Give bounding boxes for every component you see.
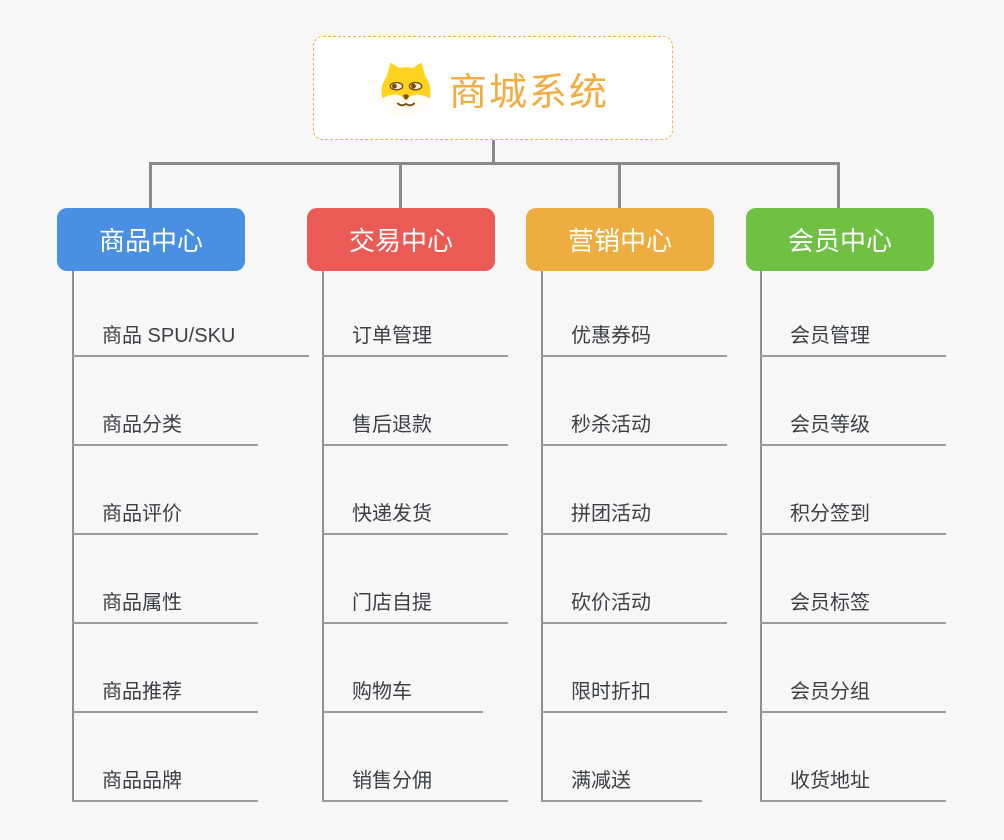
branch-node-members[interactable]: 会员中心 (746, 208, 934, 271)
leaf-item[interactable]: 快递发货 (322, 489, 508, 535)
leaf-item[interactable]: 销售分佣 (322, 756, 508, 802)
leaf-item[interactable]: 会员等级 (760, 400, 946, 446)
leaf-item[interactable]: 购物车 (322, 667, 483, 713)
branch-label: 营销中心 (567, 226, 672, 256)
leaf-item[interactable]: 商品分类 (72, 400, 258, 446)
leaf-item[interactable]: 门店自提 (322, 578, 508, 624)
leaf-item[interactable]: 砍价活动 (541, 578, 727, 624)
leaf-item[interactable]: 收货地址 (760, 756, 946, 802)
leaf-item[interactable]: 会员分组 (760, 667, 946, 713)
leaf-item[interactable]: 商品评价 (72, 489, 258, 535)
leaf-item[interactable]: 会员管理 (760, 311, 946, 357)
branch-node-products[interactable]: 商品中心 (57, 208, 245, 271)
connector-rail (149, 162, 840, 165)
connector-drop-marketing (618, 162, 621, 208)
leaf-item[interactable]: 限时折扣 (541, 667, 727, 713)
connector-trunk-marketing (541, 271, 543, 800)
leaf-item[interactable]: 订单管理 (322, 311, 508, 357)
leaf-item[interactable]: 会员标签 (760, 578, 946, 624)
leaf-item[interactable]: 秒杀活动 (541, 400, 727, 446)
leaf-item[interactable]: 商品 SPU/SKU (72, 311, 309, 357)
connector-trunk-members (760, 271, 762, 800)
branch-label: 会员中心 (787, 226, 892, 256)
connector-root-stem (492, 140, 495, 164)
branch-node-trade[interactable]: 交易中心 (307, 208, 495, 271)
leaf-item[interactable]: 售后退款 (322, 400, 508, 446)
shiba-dog-icon (381, 62, 431, 117)
leaf-item[interactable]: 商品品牌 (72, 756, 258, 802)
connector-drop-trade (399, 162, 402, 208)
connector-trunk-trade (322, 271, 324, 800)
root-title: 商城系统 (448, 71, 609, 114)
leaf-item[interactable]: 商品推荐 (72, 667, 258, 713)
branch-node-marketing[interactable]: 营销中心 (526, 208, 714, 271)
leaf-item[interactable]: 优惠券码 (541, 311, 727, 357)
root-node[interactable]: 商城系统 (313, 36, 673, 140)
leaf-item[interactable]: 积分签到 (760, 489, 946, 535)
leaf-item[interactable]: 商品属性 (72, 578, 258, 624)
leaf-item[interactable]: 拼团活动 (541, 489, 727, 535)
leaf-item[interactable]: 满减送 (541, 756, 702, 802)
connector-drop-products (149, 162, 152, 208)
connector-drop-members (837, 162, 840, 208)
connector-trunk-products (72, 271, 74, 800)
branch-label: 商品中心 (98, 226, 203, 256)
branch-label: 交易中心 (348, 226, 453, 256)
